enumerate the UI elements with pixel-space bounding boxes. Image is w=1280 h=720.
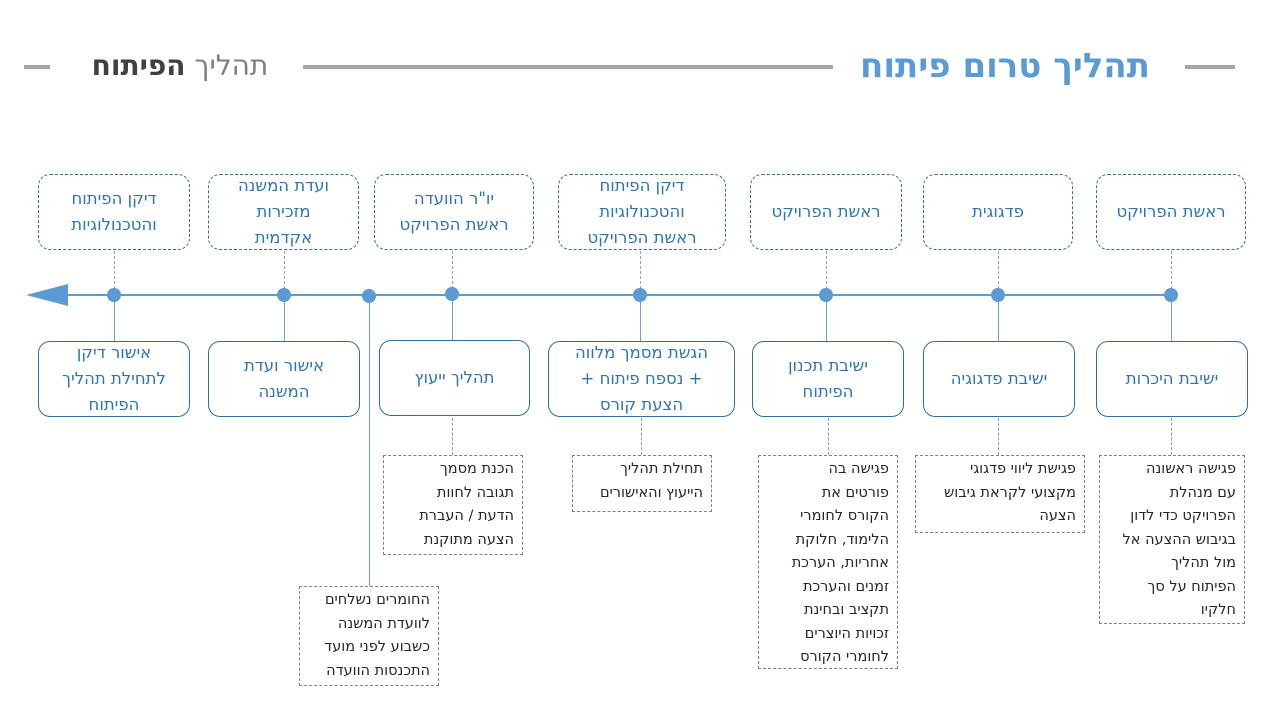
stage-connector: [640, 296, 642, 341]
stage-connector: [1171, 296, 1173, 341]
box-text: הגשת מסמך מלווה + נספח פיתוח + הצעת קורס: [575, 343, 708, 414]
note-box-step-1: פגישה ראשונה עם מנהלת הפרויקט כדי לדון ב…: [1099, 455, 1245, 624]
actor-box-step-3: ראשת הפרויקט: [750, 174, 902, 250]
box-text: אישור דיקן לתחילת תהליך הפיתוח: [62, 343, 166, 414]
box-text: דיקן הפיתוח והטכנולוגיות ראשת הפרויקט: [587, 176, 697, 247]
box-text: ישיבת תכנון הפיתוח: [788, 356, 868, 401]
note-box-step-3: פגישה בה פורטים את הקורס לחומרי הלימוד, …: [758, 455, 898, 669]
note-connector: [1171, 418, 1172, 455]
stage-box-step-2: ישיבת פדגוגיה: [923, 341, 1075, 417]
box-text: דיקן הפיתוח והטכנולוגיות: [71, 189, 157, 234]
title-line-middle: [303, 65, 833, 69]
timeline-dot: [991, 288, 1005, 302]
timeline-dot: [819, 288, 833, 302]
box-text: ישיבת היכרות: [1125, 369, 1219, 388]
actor-box-step-7: ועדת המשנה מזכירות אקדמית: [208, 174, 359, 250]
actor-connector: [826, 251, 827, 294]
secondary-title-bold: הפיתוח: [91, 49, 186, 82]
box-text: ועדת המשנה מזכירות אקדמית: [238, 176, 329, 247]
note-connector: [828, 418, 829, 455]
box-text: ראשת הפרויקט: [771, 202, 881, 221]
title-line-right: [1185, 65, 1235, 69]
note-connector-long: [369, 296, 371, 586]
actor-connector: [640, 251, 641, 294]
stage-box-step-1: ישיבת היכרות: [1096, 341, 1248, 417]
actor-box-step-1: ראשת הפרויקט: [1096, 174, 1246, 250]
note-box-step-2: פגישת ליווי פדגוגי מקצועי לקראת גיבוש הצ…: [915, 455, 1085, 533]
stage-connector: [114, 296, 116, 341]
box-text: ראשת הפרויקט: [1116, 202, 1226, 221]
actor-connector: [998, 251, 999, 294]
box-text: ישיבת פדגוגיה: [950, 369, 1048, 388]
actor-connector: [1171, 251, 1172, 294]
actor-box-step-5: יו"ר הוועדה ראשת הפרויקט: [374, 174, 534, 250]
timeline-arrow-icon: [26, 284, 68, 306]
actor-connector: [452, 251, 453, 294]
timeline-dot: [277, 288, 291, 302]
stage-box-step-5: תהליך ייעוץ: [379, 340, 530, 416]
box-text: אישור ועדת המשנה: [243, 356, 325, 401]
note-connector: [641, 418, 642, 455]
timeline-dot: [107, 288, 121, 302]
note-box-step-4: תחילת תהליך הייעוץ והאישורים: [572, 455, 712, 512]
timeline-dot: [633, 288, 647, 302]
stage-connector: [284, 296, 286, 341]
timeline-dot: [445, 287, 459, 301]
timeline-dot: [1164, 288, 1178, 302]
stage-connector: [826, 296, 828, 341]
stage-box-step-8: אישור דיקן לתחילת תהליך הפיתוח: [38, 341, 190, 417]
box-text: יו"ר הוועדה ראשת הפרויקט: [399, 189, 509, 234]
stage-connector: [998, 296, 1000, 341]
secondary-title: תהליך הפיתוח: [60, 44, 300, 88]
timeline-dot: [362, 289, 376, 303]
stage-box-step-3: ישיבת תכנון הפיתוח: [752, 341, 904, 417]
actor-connector: [284, 251, 285, 294]
note-box-step-5: הכנת מסמך תגובה לחוות הדעת / העברת הצעה …: [383, 455, 523, 555]
actor-box-step-4: דיקן הפיתוח והטכנולוגיות ראשת הפרויקט: [558, 174, 726, 250]
box-text: פדגוגית: [972, 202, 1024, 221]
main-title: תהליך טרום פיתוח: [859, 46, 1150, 86]
secondary-title-prefix: תהליך: [194, 49, 269, 82]
actor-box-step-2: פדגוגית: [923, 174, 1073, 250]
stage-box-step-4: הגשת מסמך מלווה + נספח פיתוח + הצעת קורס: [548, 341, 735, 417]
title-line-left: [24, 65, 50, 69]
note-connector: [998, 418, 999, 455]
actor-box-step-8: דיקן הפיתוח והטכנולוגיות: [38, 174, 190, 250]
note-connector: [452, 418, 453, 455]
timeline-axis: [60, 294, 1172, 296]
note-box-step-6: החומרים נשלחים לוועדת המשנה כשבוע לפני מ…: [299, 586, 439, 686]
stage-connector: [452, 296, 454, 341]
box-text: תהליך ייעוץ: [414, 368, 495, 387]
actor-connector: [114, 251, 115, 294]
stage-box-step-7: אישור ועדת המשנה: [208, 341, 360, 417]
